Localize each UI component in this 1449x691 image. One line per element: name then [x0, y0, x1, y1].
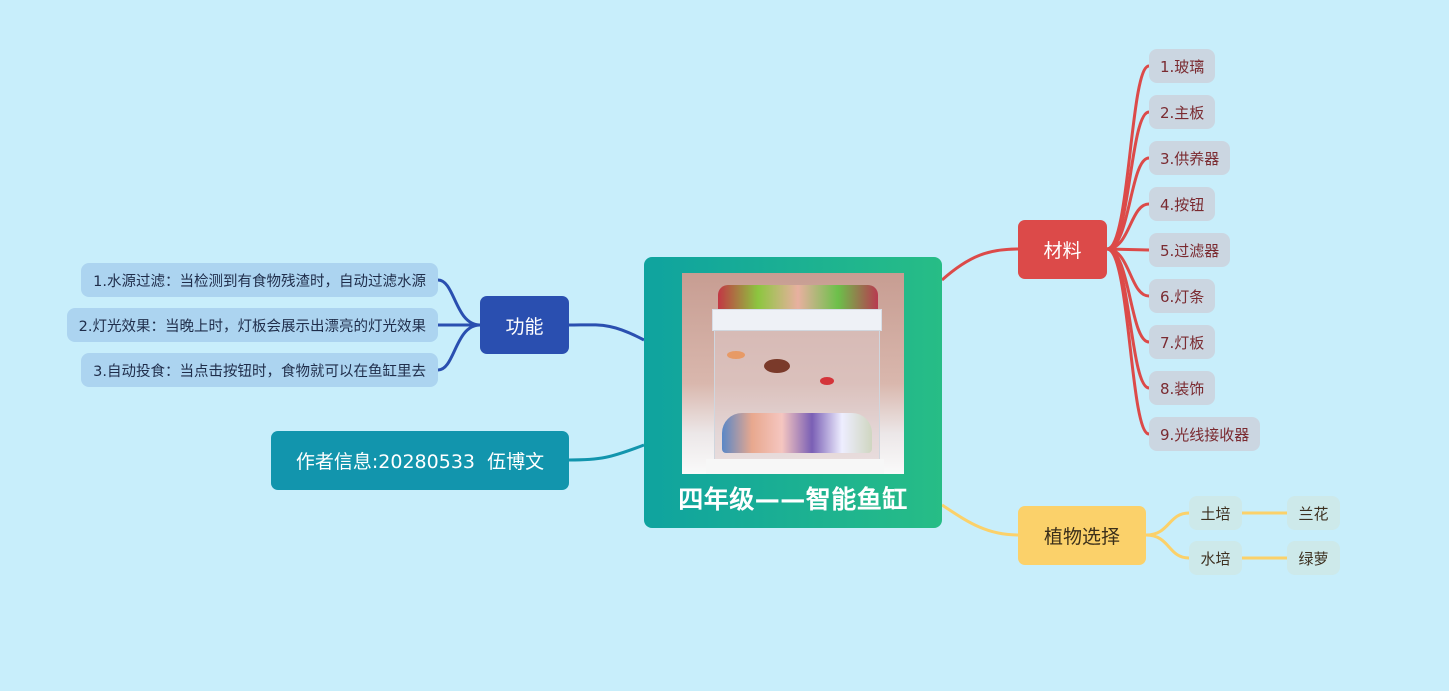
material-item-label: 4.按钮 — [1160, 195, 1205, 214]
material-item[interactable]: 4.按钮 — [1149, 187, 1216, 221]
central-title: 四年级——智能鱼缸 — [678, 485, 908, 514]
function-item[interactable]: 3.自动投食：当点击按钮时，食物就可以在鱼缸里去 — [81, 353, 438, 387]
material-item[interactable]: 6.灯条 — [1149, 279, 1216, 313]
topic-function-label: 功能 — [505, 315, 544, 338]
material-item[interactable]: 7.灯板 — [1149, 325, 1216, 359]
material-item[interactable]: 3.供养器 — [1149, 141, 1231, 175]
plant-method-item[interactable]: 土培 — [1189, 496, 1242, 530]
function-item-label: 1.水源过滤：当检测到有食物残渣时，自动过滤水源 — [93, 273, 426, 290]
aquarium-photo — [682, 273, 904, 474]
topic-materials[interactable]: 材料 — [1018, 220, 1107, 279]
material-item[interactable]: 9.光线接收器 — [1149, 417, 1261, 451]
plant-method-label: 土培 — [1200, 504, 1231, 523]
material-item-label: 6.灯条 — [1160, 287, 1205, 306]
topic-author-info[interactable]: 作者信息:20280533 伍博文 — [271, 431, 569, 490]
topic-plant-selection[interactable]: 植物选择 — [1018, 506, 1146, 565]
material-item[interactable]: 5.过滤器 — [1149, 233, 1231, 267]
plant-type-item[interactable]: 绿萝 — [1287, 541, 1340, 575]
plant-method-label: 水培 — [1200, 549, 1231, 568]
plant-type-label: 兰花 — [1298, 504, 1329, 523]
material-item[interactable]: 1.玻璃 — [1149, 49, 1216, 83]
function-item-label: 2.灯光效果：当晚上时，灯板会展示出漂亮的灯光效果 — [78, 318, 426, 335]
topic-materials-label: 材料 — [1043, 240, 1082, 262]
function-item[interactable]: 1.水源过滤：当检测到有食物残渣时，自动过滤水源 — [81, 263, 438, 297]
topic-function[interactable]: 功能 — [480, 296, 569, 354]
plant-type-label: 绿萝 — [1298, 549, 1329, 568]
material-item-label: 5.过滤器 — [1160, 241, 1220, 260]
author-info-label: 作者信息:20280533 伍博文 — [295, 451, 545, 473]
plant-type-item[interactable]: 兰花 — [1287, 496, 1340, 530]
plant-method-item[interactable]: 水培 — [1189, 541, 1242, 575]
function-item-label: 3.自动投食：当点击按钮时，食物就可以在鱼缸里去 — [93, 363, 426, 380]
material-item-label: 8.装饰 — [1160, 379, 1205, 398]
topic-plant-selection-label: 植物选择 — [1043, 526, 1120, 548]
material-item[interactable]: 8.装饰 — [1149, 371, 1216, 405]
material-item[interactable]: 2.主板 — [1149, 95, 1216, 129]
material-item-label: 3.供养器 — [1160, 149, 1220, 168]
function-item[interactable]: 2.灯光效果：当晚上时，灯板会展示出漂亮的灯光效果 — [66, 308, 438, 342]
central-topic[interactable]: 四年级——智能鱼缸 — [644, 257, 942, 528]
material-item-label: 9.光线接收器 — [1160, 425, 1250, 444]
material-item-label: 1.玻璃 — [1160, 57, 1205, 76]
material-item-label: 2.主板 — [1160, 103, 1205, 122]
material-item-label: 7.灯板 — [1160, 333, 1205, 352]
